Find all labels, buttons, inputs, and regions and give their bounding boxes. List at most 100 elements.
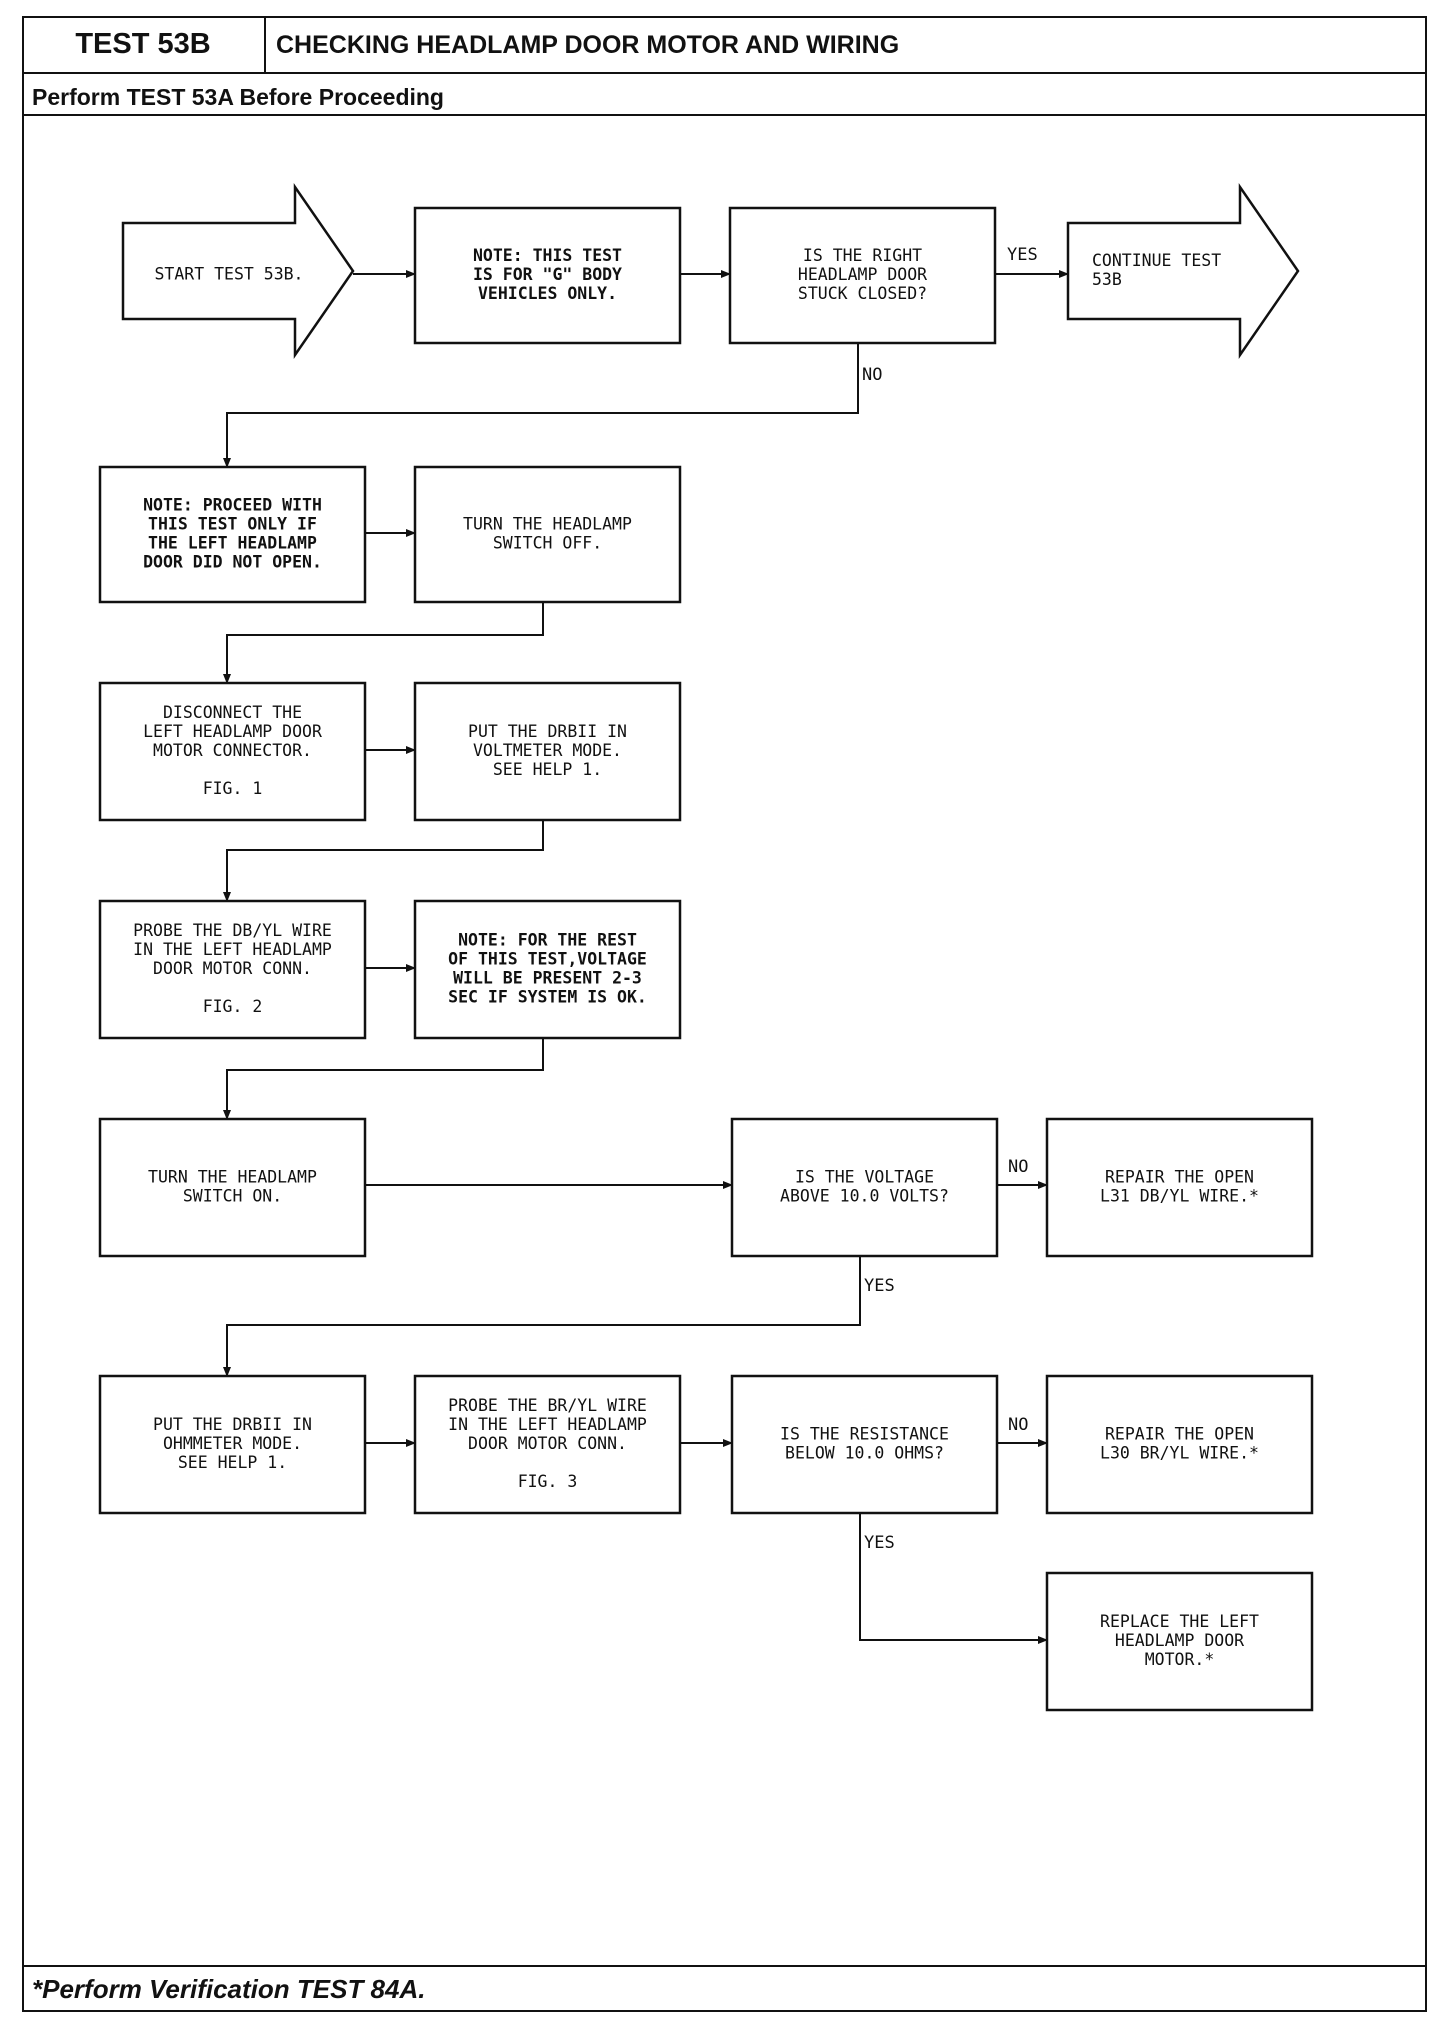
box-shape: [1045, 1374, 1314, 1515]
node-text-line: IS THE RESISTANCE: [780, 1425, 949, 1444]
node-text-line: HEADLAMP DOOR: [1115, 1631, 1244, 1650]
node-text-line: NOTE: THIS TEST: [473, 246, 622, 265]
edge-label-no: NO: [1008, 1157, 1028, 1177]
box-shape: [1045, 1117, 1314, 1258]
node-text-line: HEADLAMP DOOR: [798, 265, 927, 284]
box-shape: [728, 206, 997, 345]
node-text-line: SWITCH ON.: [183, 1187, 282, 1206]
node-text-line: DOOR DID NOT OPEN.: [143, 553, 322, 572]
arrow-shape: [1066, 182, 1300, 360]
node-text-line: IN THE LEFT HEADLAMP: [133, 940, 332, 959]
box-shape: [730, 1117, 999, 1258]
node-text-line: VEHICLES ONLY.: [478, 284, 617, 303]
box-shape: [1045, 1571, 1314, 1712]
node-text-line: FIG. 2: [203, 997, 263, 1016]
box-shape: [413, 681, 682, 822]
node-text-line: NOTE: PROCEED WITH: [143, 496, 322, 515]
node-text-line: PUT THE DRBII IN: [153, 1415, 312, 1434]
node-text-line: WILL BE PRESENT 2-3: [453, 969, 642, 988]
box-shape: [98, 465, 367, 604]
node-text-line: IS FOR "G" BODY: [473, 265, 622, 284]
node-text-line: TURN THE HEADLAMP: [463, 515, 632, 534]
node-text-line: THIS TEST ONLY IF: [148, 515, 317, 534]
node-start: START TEST 53B.: [121, 182, 355, 360]
node-text-line: CONTINUE TEST: [1092, 251, 1221, 270]
node-text-line: IS THE RIGHT: [803, 246, 922, 265]
edge-q_right_door-to-note_left_door: [223, 343, 859, 468]
box-shape: [98, 899, 367, 1040]
node-text-line: SEE HELP 1.: [178, 1453, 287, 1472]
node-text-line: SWITCH OFF.: [493, 534, 602, 553]
node-text-line: IN THE LEFT HEADLAMP: [448, 1415, 647, 1434]
node-text-line: REPAIR THE OPEN: [1105, 1168, 1254, 1187]
edge-label-no: NO: [1008, 1415, 1028, 1435]
node-text-line: STUCK CLOSED?: [798, 284, 927, 303]
edge-voltmeter-to-probe_db_yl: [223, 820, 544, 902]
box-shape: [98, 681, 367, 822]
node-text-line: THE LEFT HEADLAMP: [148, 534, 317, 553]
arrow-shape: [121, 182, 355, 360]
page-frame: [22, 16, 1427, 2012]
node-text-line: OF THIS TEST,VOLTAGE: [448, 950, 647, 969]
edge-note_voltage-to-switch_on: [223, 1038, 544, 1120]
node-text-line: 53B: [1092, 270, 1122, 289]
edge-label-no: NO: [862, 365, 882, 385]
node-text-line: VOLTMETER MODE.: [473, 741, 622, 760]
node-text-line: L30 BR/YL WIRE.*: [1100, 1444, 1259, 1463]
node-text-line: FIG. 3: [518, 1472, 578, 1491]
subheader-divider: [22, 114, 1427, 116]
node-text-line: PROBE THE BR/YL WIRE: [448, 1396, 647, 1415]
node-text-line: DOOR MOTOR CONN.: [468, 1434, 627, 1453]
test-title: CHECKING HEADLAMP DOOR MOTOR AND WIRING: [276, 30, 900, 59]
edge-q_voltage-to-ohmmeter: [223, 1256, 861, 1377]
box-shape: [413, 206, 682, 345]
node-text-line: LEFT HEADLAMP DOOR: [143, 722, 322, 741]
edge-q_resistance-to-replace_motor: [859, 1513, 1048, 1644]
node-text-line: NOTE: FOR THE REST: [458, 931, 637, 950]
edge-switch_off-to-disconnect: [223, 602, 544, 684]
node-text-line: TURN THE HEADLAMP: [148, 1168, 317, 1187]
node-text-line: DISCONNECT THE: [163, 703, 302, 722]
node-text-line: DOOR MOTOR CONN.: [153, 959, 312, 978]
header-divider: [22, 72, 1427, 74]
node-text-line: PUT THE DRBII IN: [468, 722, 627, 741]
node-text-line: MOTOR.*: [1145, 1650, 1215, 1669]
box-shape: [413, 1374, 682, 1515]
footer-note: *Perform Verification TEST 84A.: [32, 1973, 426, 2004]
box-shape: [730, 1374, 999, 1515]
prerequisite-note: Perform TEST 53A Before Proceeding: [32, 83, 444, 110]
node-text-line: PROBE THE DB/YL WIRE: [133, 921, 332, 940]
edge-label-yes: YES: [864, 1533, 895, 1553]
box-shape: [413, 465, 682, 604]
node-text-line: BELOW 10.0 OHMS?: [785, 1444, 944, 1463]
node-text-line: REPLACE THE LEFT: [1100, 1612, 1259, 1631]
node-text-line: SEC IF SYSTEM IS OK.: [448, 988, 647, 1007]
edge-label-yes: YES: [864, 1276, 895, 1296]
box-shape: [98, 1374, 367, 1515]
node-text-line: SEE HELP 1.: [493, 760, 602, 779]
node-text-line: START TEST 53B.: [154, 265, 303, 284]
node-text-line: IS THE VOLTAGE: [795, 1168, 934, 1187]
node-text-line: OHMMETER MODE.: [163, 1434, 302, 1453]
node-text-line: ABOVE 10.0 VOLTS?: [780, 1187, 949, 1206]
node-text-line: FIG. 1: [203, 779, 263, 798]
node-text-line: MOTOR CONNECTOR.: [153, 741, 312, 760]
